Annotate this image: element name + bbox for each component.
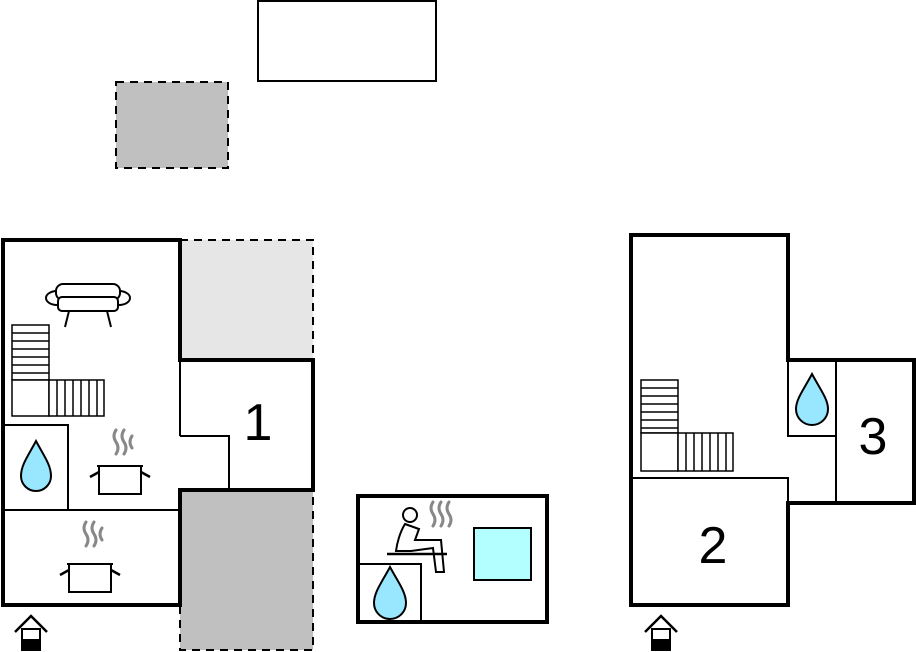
pool (257, 0, 437, 82)
room-1-label: 1 (244, 394, 273, 452)
cooking-pot-icon (89, 428, 151, 495)
water-drop-icon (19, 438, 53, 492)
entrance-icon (14, 614, 48, 651)
sauna-building (356, 494, 549, 624)
entrance-icon (644, 614, 678, 651)
right-building (629, 233, 916, 607)
room-3-label: 3 (859, 408, 888, 466)
sauna-icon (387, 500, 453, 573)
stairs-icon (11, 324, 105, 417)
water-drop-icon (794, 371, 830, 426)
sauna-stove (473, 527, 532, 581)
water-drop-icon (372, 564, 408, 620)
stairs-icon (640, 379, 734, 472)
terrace-bottom (179, 489, 314, 651)
terrace-covered (179, 239, 314, 361)
left-building (1, 238, 315, 607)
terrace-top (115, 81, 229, 169)
cooking-pot-icon (59, 520, 121, 593)
sofa-icon (45, 283, 131, 328)
room-2-label: 2 (699, 517, 728, 575)
